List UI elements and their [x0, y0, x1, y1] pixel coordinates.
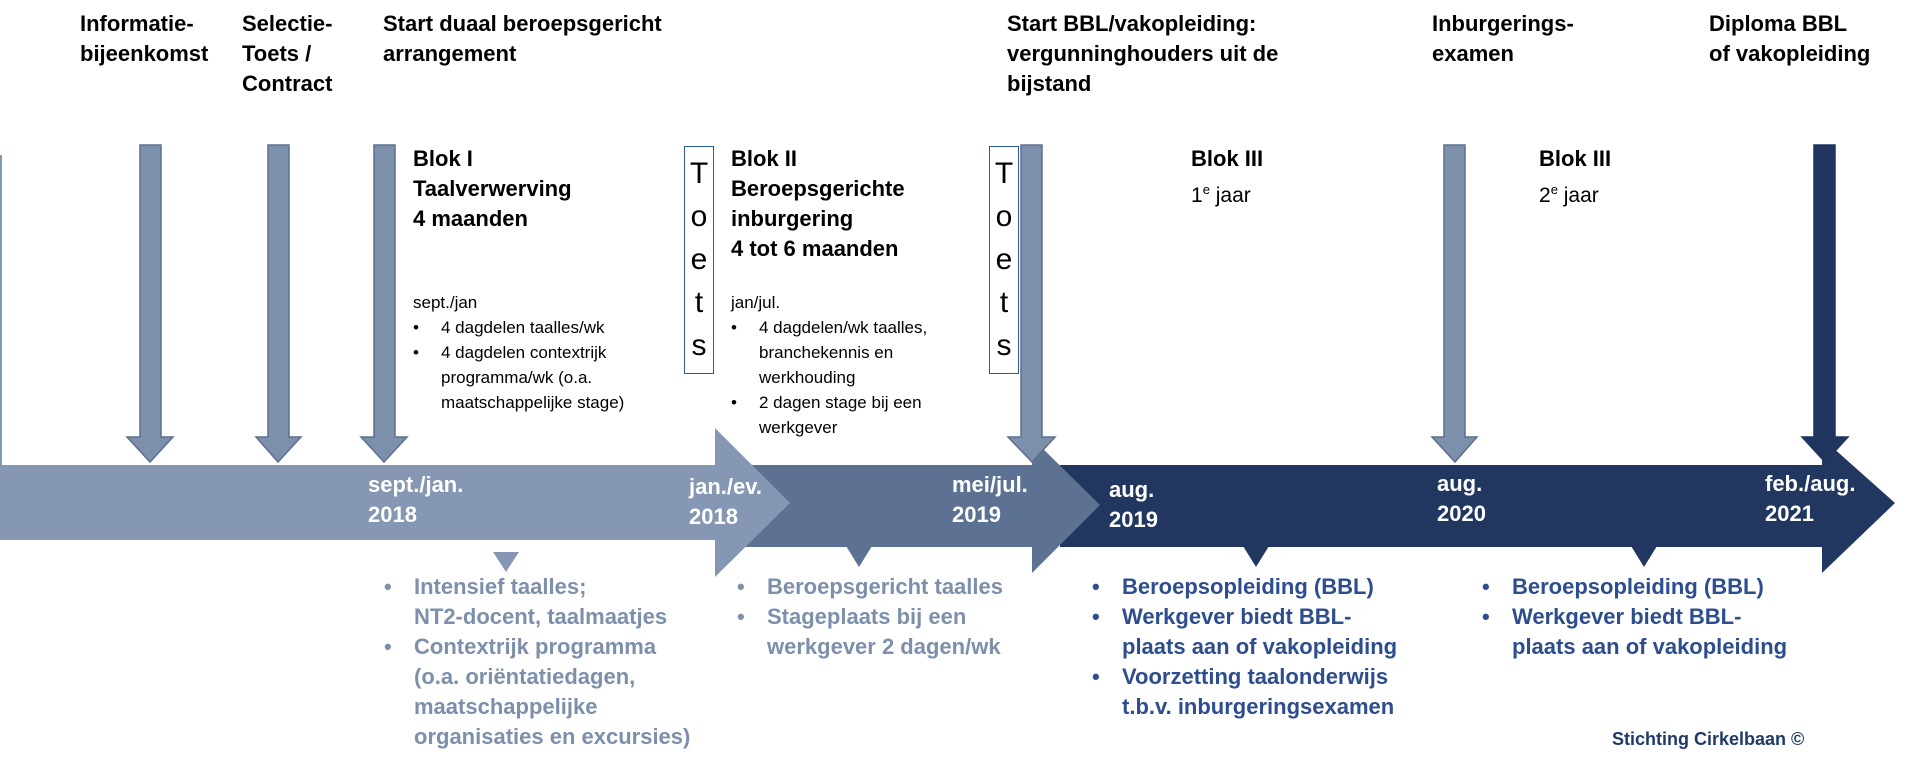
year-suffix: e — [1550, 182, 1558, 197]
toets-box-1: T o e t s — [684, 146, 714, 374]
info-pointer-4 — [1631, 546, 1657, 567]
band-dark-arrow — [1060, 438, 1895, 573]
toets-letter: e — [995, 242, 1013, 276]
blok2-period: jan/jul. — [731, 293, 781, 312]
info-pointer-3 — [1243, 546, 1269, 567]
milestone-inburgeringsexamen: Inburgerings- examen — [1432, 11, 1574, 66]
milestone-arrow-1 — [125, 144, 175, 464]
blok1-item: 4 dagdelen contextrijk programma/wk (o.a… — [413, 340, 683, 415]
band-mid-arrow — [715, 438, 1100, 573]
milestone-arrow-6 — [1800, 144, 1850, 464]
toets-letter: o — [690, 200, 708, 234]
info-pointer-2 — [846, 546, 872, 567]
blok3-year2-sub: 2e jaar — [1539, 176, 1599, 210]
date-feb-2021: feb./aug. 2021 — [1765, 471, 1856, 526]
year-word: jaar — [1557, 184, 1599, 207]
info-item: Stageplaats bij een werkgever 2 dagen/wk — [737, 602, 1067, 662]
info-list-4: Beroepsopleiding (BBL) Werkgever biedt B… — [1482, 572, 1842, 662]
year-number: 1 — [1191, 184, 1203, 207]
toets-box-2: T o e t s — [989, 146, 1019, 374]
toets-letter: t — [694, 285, 704, 319]
info-list-2: Beroepsgericht taalles Stageplaats bij e… — [737, 572, 1067, 662]
toets-letter: s — [691, 328, 707, 362]
year-suffix: e — [1202, 182, 1210, 197]
blok1-period: sept./jan — [413, 293, 478, 312]
year-number: 2 — [1539, 184, 1551, 207]
date-aug-2019: aug. 2019 — [1109, 477, 1158, 532]
milestone-diploma: Diploma BBL of vakopleiding — [1709, 11, 1871, 66]
milestone-start-duaal: Start duaal beroepsgericht arrangement — [383, 11, 662, 66]
info-item: Werkgever biedt BBL- plaats aan of vakop… — [1482, 602, 1842, 662]
toets-letter: s — [996, 328, 1012, 362]
blok2-item: 2 dagen stage bij een werkgever — [731, 390, 976, 440]
milestone-selectietoets: Selectie- Toets / Contract — [242, 11, 333, 96]
blok1-item: 4 dagdelen taalles/wk — [413, 315, 683, 340]
blok1-list: 4 dagdelen taalles/wk 4 dagdelen context… — [413, 315, 683, 415]
milestone-arrow-4 — [1006, 144, 1057, 464]
milestone-arrow-2 — [254, 144, 303, 464]
info-list-1: Intensief taalles; NT2-docent, taalmaatj… — [384, 572, 744, 752]
info-item: Beroepsgericht taalles — [737, 572, 1067, 602]
blok3-year1-title: Blok III — [1191, 146, 1264, 171]
band-light-arrow — [0, 428, 790, 577]
milestone-arrow-5 — [1430, 144, 1479, 464]
date-sept-2018: sept./jan. 2018 — [368, 472, 464, 527]
toets-letter: e — [690, 242, 708, 276]
milestone-arrow-3 — [359, 144, 409, 464]
milestone-start-bbl: Start BBL/vakopleiding: vergunninghouder… — [1007, 11, 1279, 96]
credit-text: Stichting Cirkelbaan © — [1612, 729, 1805, 749]
toets-letter: T — [994, 157, 1014, 191]
blok2-list: 4 dagdelen/wk taalles, branchekennis en … — [731, 315, 976, 440]
date-jan-2018: jan./ev. 2018 — [689, 474, 762, 529]
left-edge-line — [0, 155, 2, 465]
date-aug-2020: aug. 2020 — [1437, 471, 1486, 526]
date-mei-2019: mei/jul. 2019 — [952, 472, 1028, 527]
info-item: Werkgever biedt BBL- plaats aan of vakop… — [1092, 602, 1452, 662]
toets-letter: o — [995, 200, 1013, 234]
milestone-informatiebijeenkomst: Informatie- bijeenkomst — [80, 11, 209, 66]
year-word: jaar — [1209, 184, 1251, 207]
blok1-title: Blok I Taalverwerving 4 maanden — [413, 146, 572, 231]
toets-letter: t — [999, 285, 1009, 319]
info-item: Beroepsopleiding (BBL) — [1092, 572, 1452, 602]
info-list-3: Beroepsopleiding (BBL) Werkgever biedt B… — [1092, 572, 1452, 722]
blok2-item: 4 dagdelen/wk taalles, branchekennis en … — [731, 315, 976, 390]
info-item: Beroepsopleiding (BBL) — [1482, 572, 1842, 602]
info-item: Voorzetting taalonderwijs t.b.v. inburge… — [1092, 662, 1452, 722]
info-item: Intensief taalles; NT2-docent, taalmaatj… — [384, 572, 744, 632]
blok2-title: Blok II Beroepsgerichte inburgering 4 to… — [731, 146, 905, 261]
toets-letter: T — [689, 157, 709, 191]
blok3-year1-sub: 1e jaar — [1191, 176, 1251, 210]
blok3-year2-title: Blok III — [1539, 146, 1612, 171]
info-item: Contextrijk programma (o.a. oriëntatieda… — [384, 632, 744, 752]
info-pointer-1 — [493, 552, 519, 572]
